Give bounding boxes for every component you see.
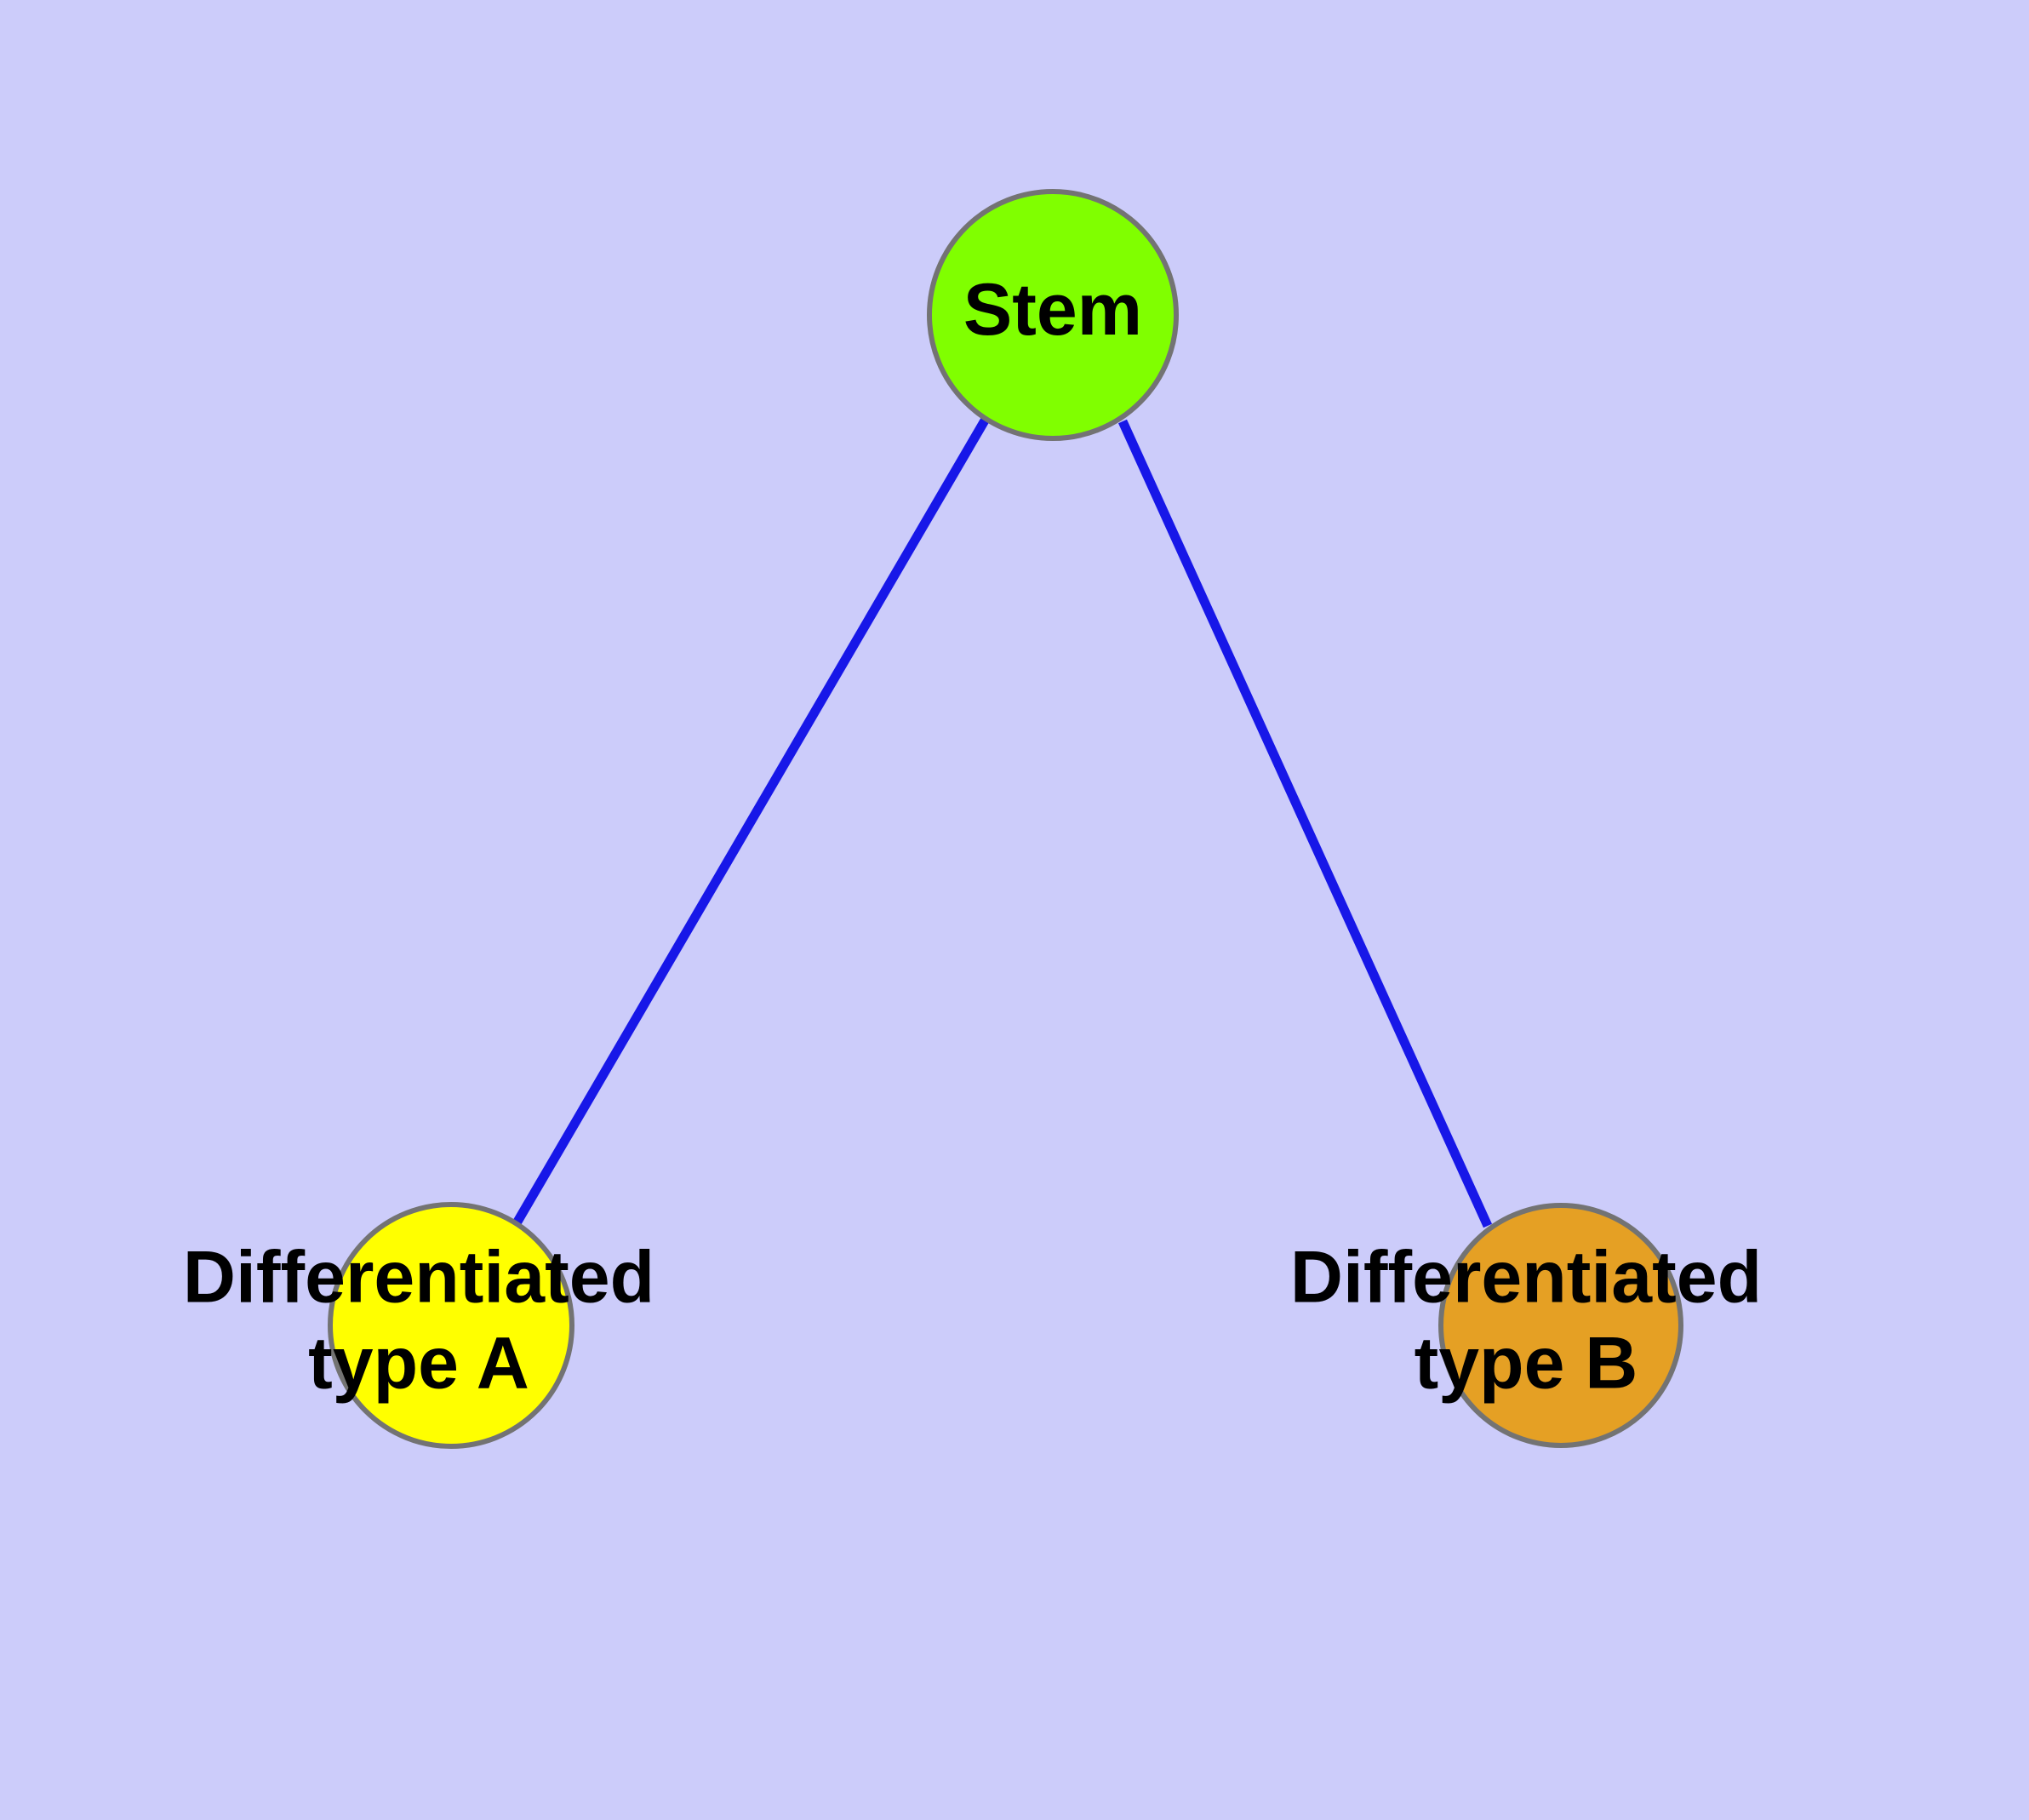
node-stem-circle[interactable] (927, 189, 1179, 441)
label-line: Differentiated (183, 1236, 654, 1318)
node-differentiated-type-b-circle[interactable] (1438, 1203, 1683, 1448)
node-differentiated-type-a[interactable] (328, 1202, 574, 1449)
label-line: type B (1415, 1322, 1638, 1404)
edge-layer (510, 418, 1493, 1230)
label-line: Stem (963, 269, 1142, 351)
edge-stem-to-differentiated-type-b[interactable] (1117, 419, 1493, 1228)
node-differentiated-type-b[interactable] (1438, 1203, 1683, 1448)
label-line: type A (308, 1322, 529, 1404)
node-differentiated-type-a-circle[interactable] (328, 1202, 574, 1449)
label-line: Differentiated (1290, 1236, 1762, 1318)
edge-stem-to-differentiated-type-a[interactable] (510, 418, 989, 1230)
node-stem[interactable] (927, 189, 1179, 441)
node-stem-label: Stem (963, 269, 1142, 351)
node-layer (328, 189, 1683, 1449)
